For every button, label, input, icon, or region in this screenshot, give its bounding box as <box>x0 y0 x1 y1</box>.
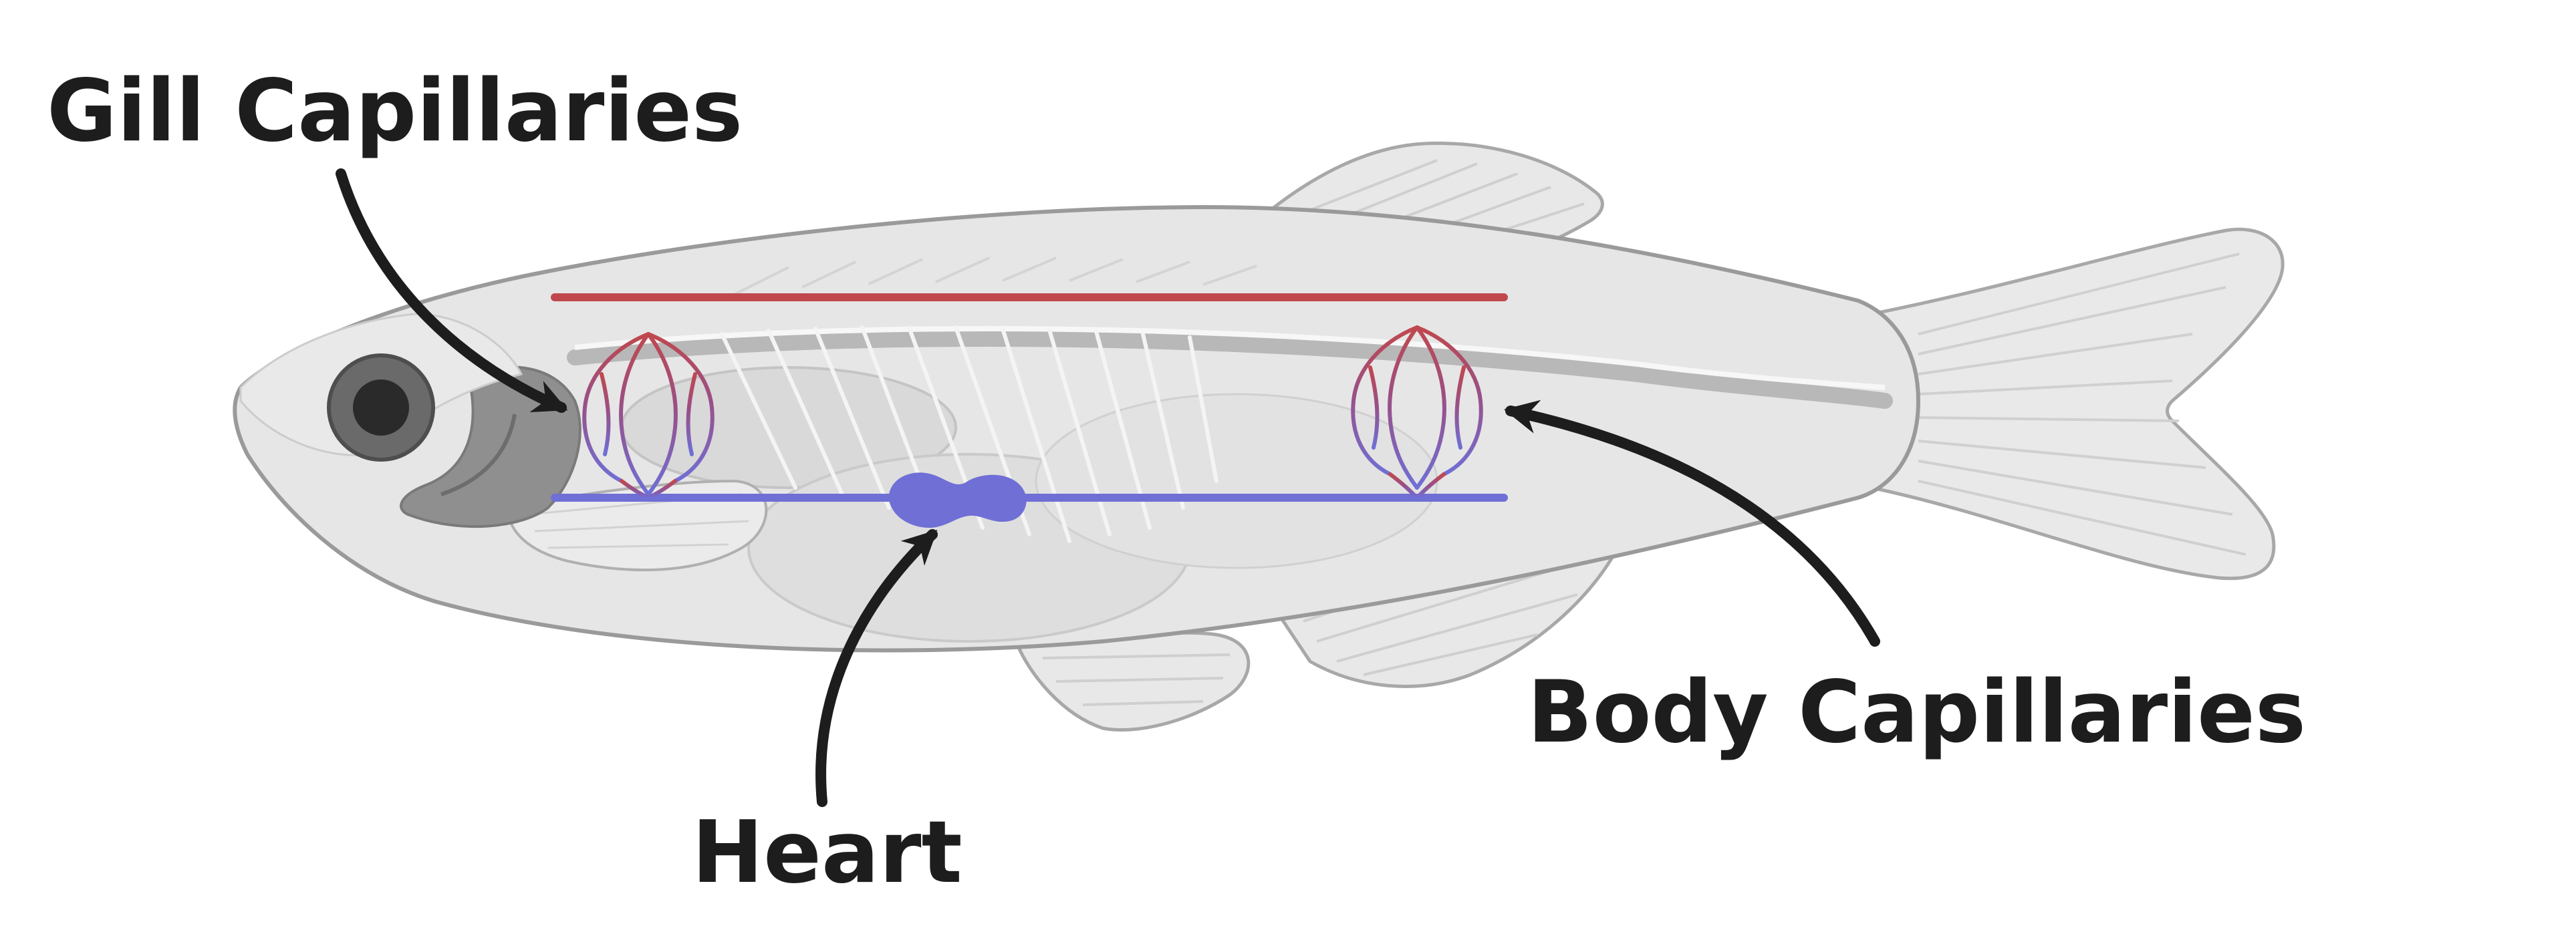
body-capillaries-label: Body Capillaries <box>1527 663 2306 762</box>
spine <box>567 331 1893 409</box>
heart <box>888 472 1027 528</box>
pelvic-fin <box>1013 631 1251 732</box>
body-capillaries-arrow <box>1503 400 1880 647</box>
gill-capillaries-label: Gill Capillaries <box>47 61 743 161</box>
body-capillary-bed <box>1351 295 1483 500</box>
heart-arrow <box>815 529 938 807</box>
gill-capillaries-arrow <box>336 168 568 413</box>
circulatory-system <box>551 293 1508 528</box>
tail-fin <box>1870 227 2285 581</box>
heart-label: Heart <box>692 803 962 903</box>
fish <box>233 141 2285 732</box>
annotations: Gill Capillaries Heart Body Capillaries <box>47 61 2306 903</box>
gill-capillary-bed <box>582 295 715 500</box>
